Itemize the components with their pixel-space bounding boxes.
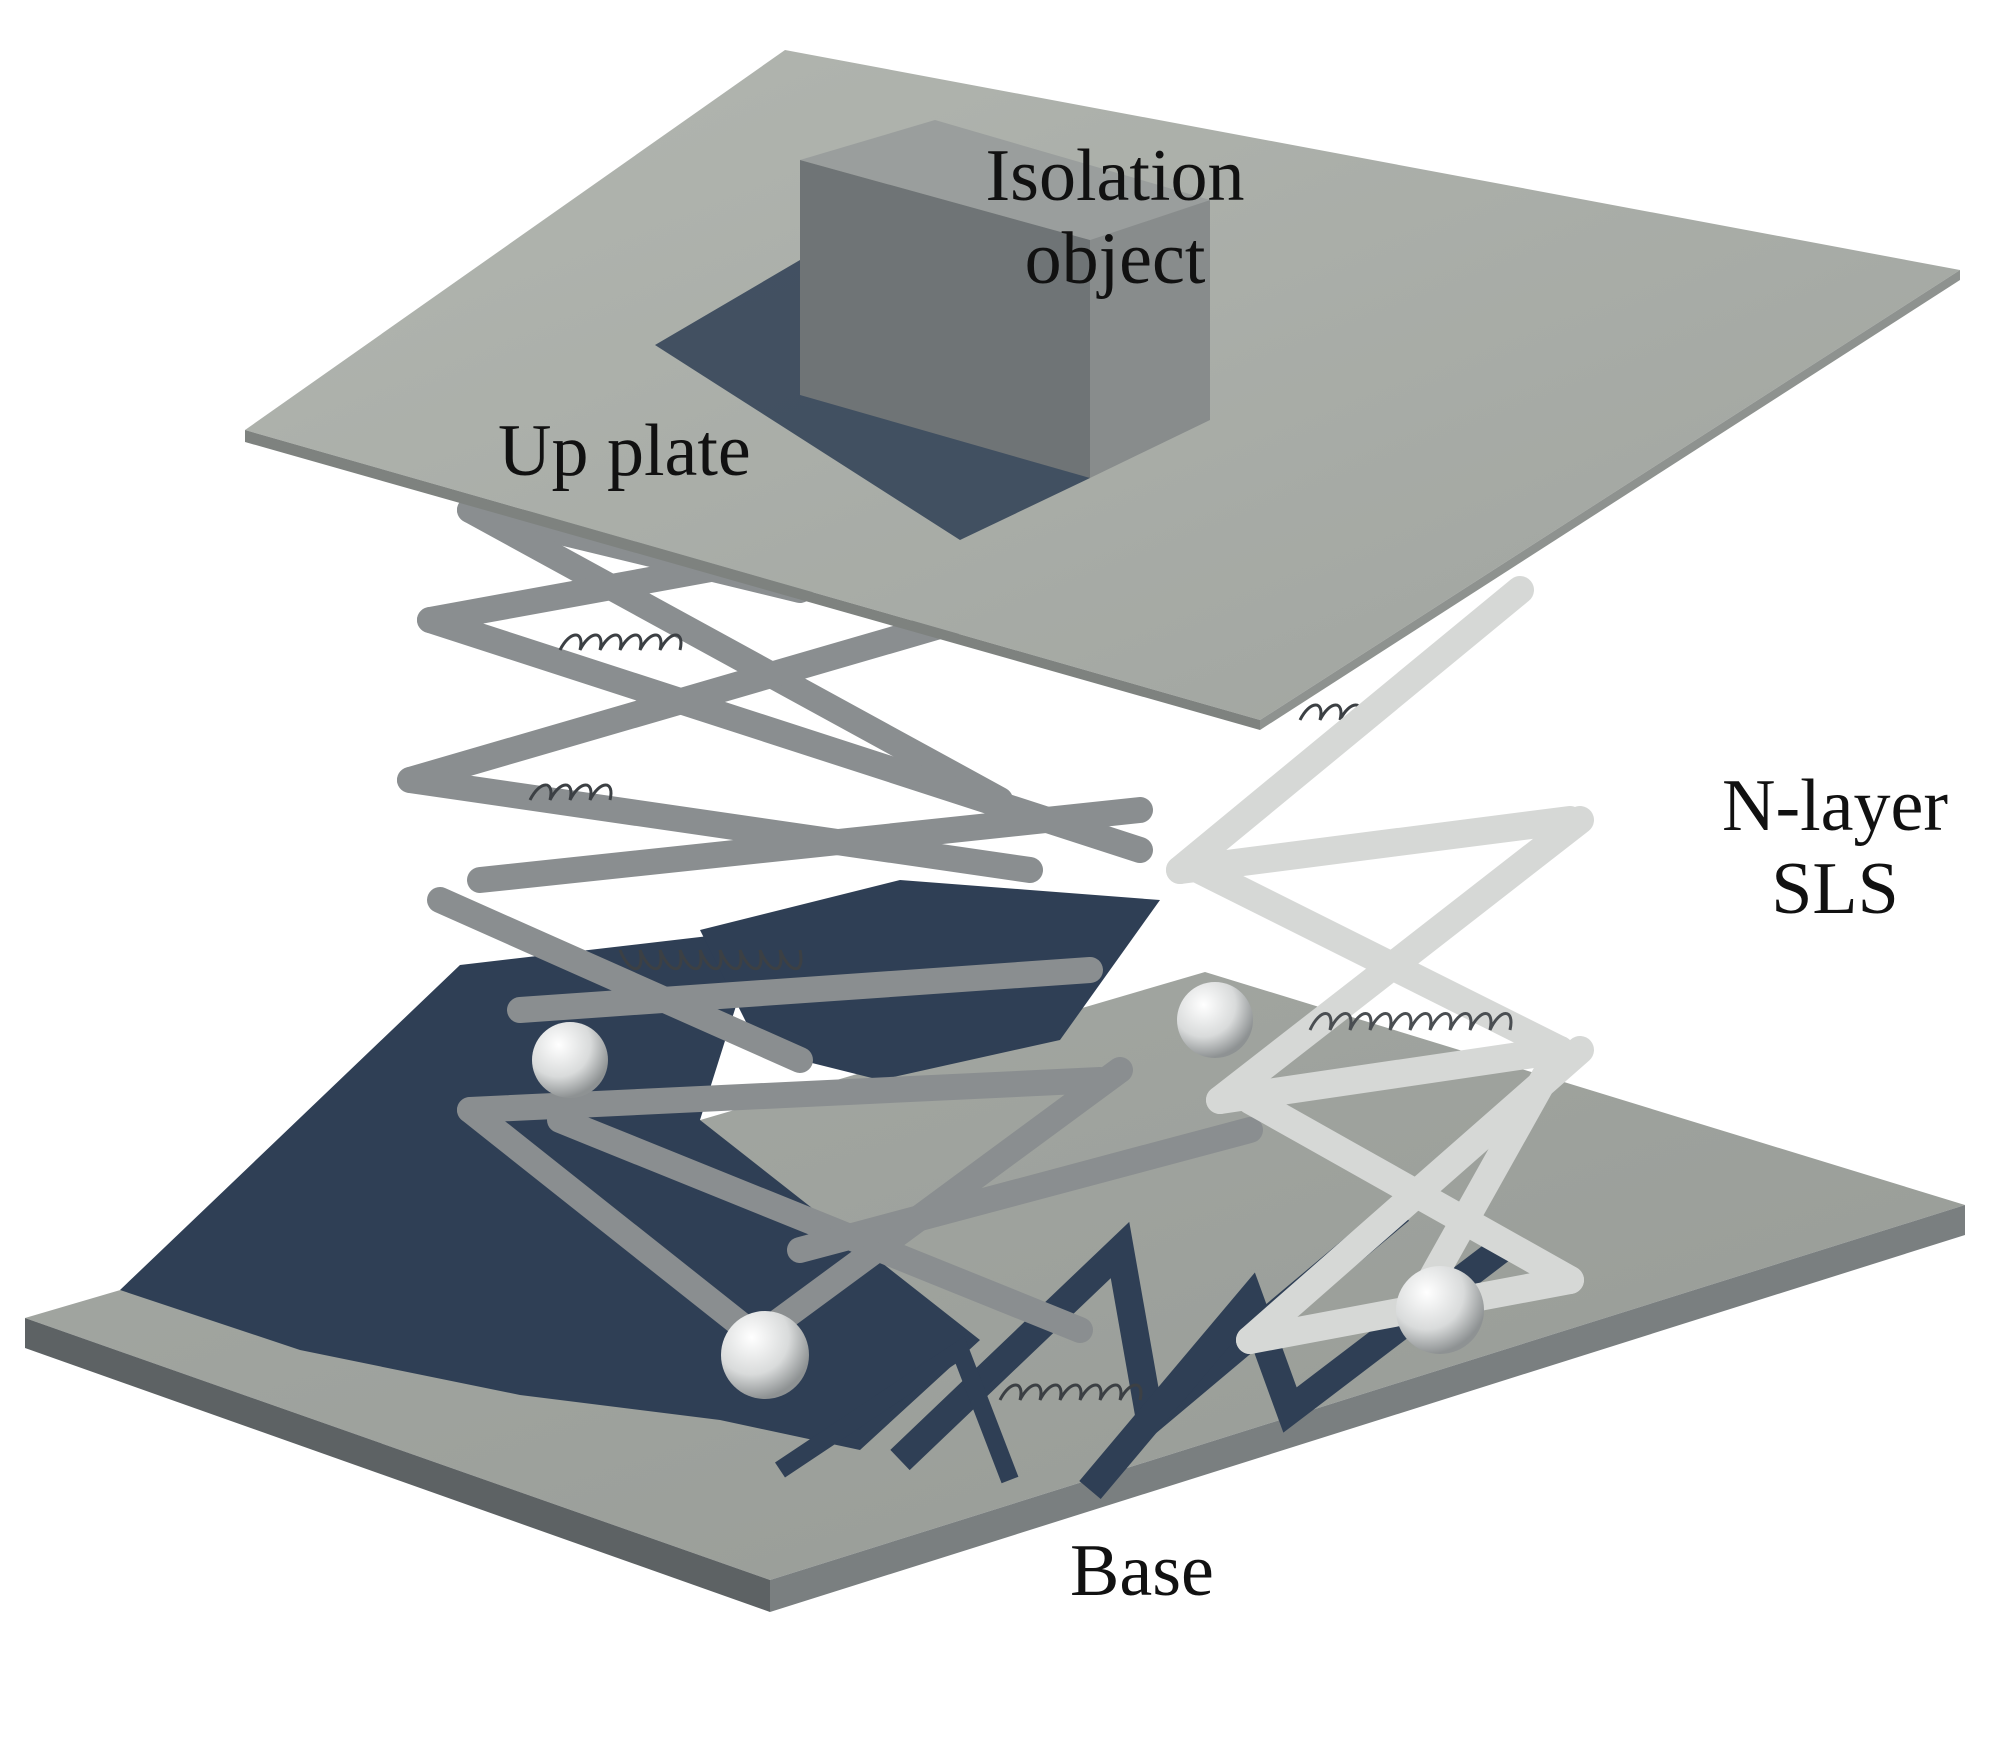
roller-ball-back-left bbox=[532, 1022, 608, 1098]
base-label: Base bbox=[1070, 1530, 1214, 1612]
roller-balls bbox=[532, 982, 1484, 1399]
shadow-zigzag-2 bbox=[1079, 1238, 1509, 1500]
box-top-face bbox=[800, 120, 1210, 240]
shadow-zigzag-3 bbox=[775, 1336, 1019, 1484]
back-springs bbox=[528, 633, 1383, 1401]
n-layer-sls-label-line1: N-layer bbox=[1722, 765, 1948, 847]
spring-2 bbox=[528, 783, 613, 801]
isolation-object-label-line2: object bbox=[1024, 217, 1206, 300]
spring-3 bbox=[618, 949, 803, 971]
back-scissor-frame bbox=[397, 497, 1263, 1363]
spring-6 bbox=[1308, 1012, 1513, 1031]
base-front-edge bbox=[25, 1318, 770, 1612]
n-layer-sls-label: N-layer SLS bbox=[1700, 765, 1970, 931]
roller-ball-front-left bbox=[721, 1311, 809, 1399]
n-layer-sls-label-line2: SLS bbox=[1771, 847, 1899, 930]
roller-ball-back-right bbox=[1177, 982, 1253, 1058]
front-springs bbox=[1308, 1012, 1513, 1031]
roller-ball-front-right bbox=[1396, 1266, 1484, 1354]
up-plate-label: Up plate bbox=[498, 410, 751, 492]
up-plate-front-edge bbox=[245, 430, 1260, 730]
base-right-edge bbox=[770, 1205, 1965, 1612]
isolation-object-label-line1: Isolation bbox=[985, 135, 1245, 217]
up-plate-right-edge bbox=[1260, 270, 1960, 730]
spring-1 bbox=[558, 633, 683, 651]
box-front-face bbox=[800, 160, 1090, 478]
isolation-object-label: Isolation object bbox=[905, 135, 1325, 301]
spring-4 bbox=[998, 1383, 1143, 1401]
box-side-face bbox=[1090, 200, 1210, 478]
isolation-object-box bbox=[655, 120, 1210, 540]
